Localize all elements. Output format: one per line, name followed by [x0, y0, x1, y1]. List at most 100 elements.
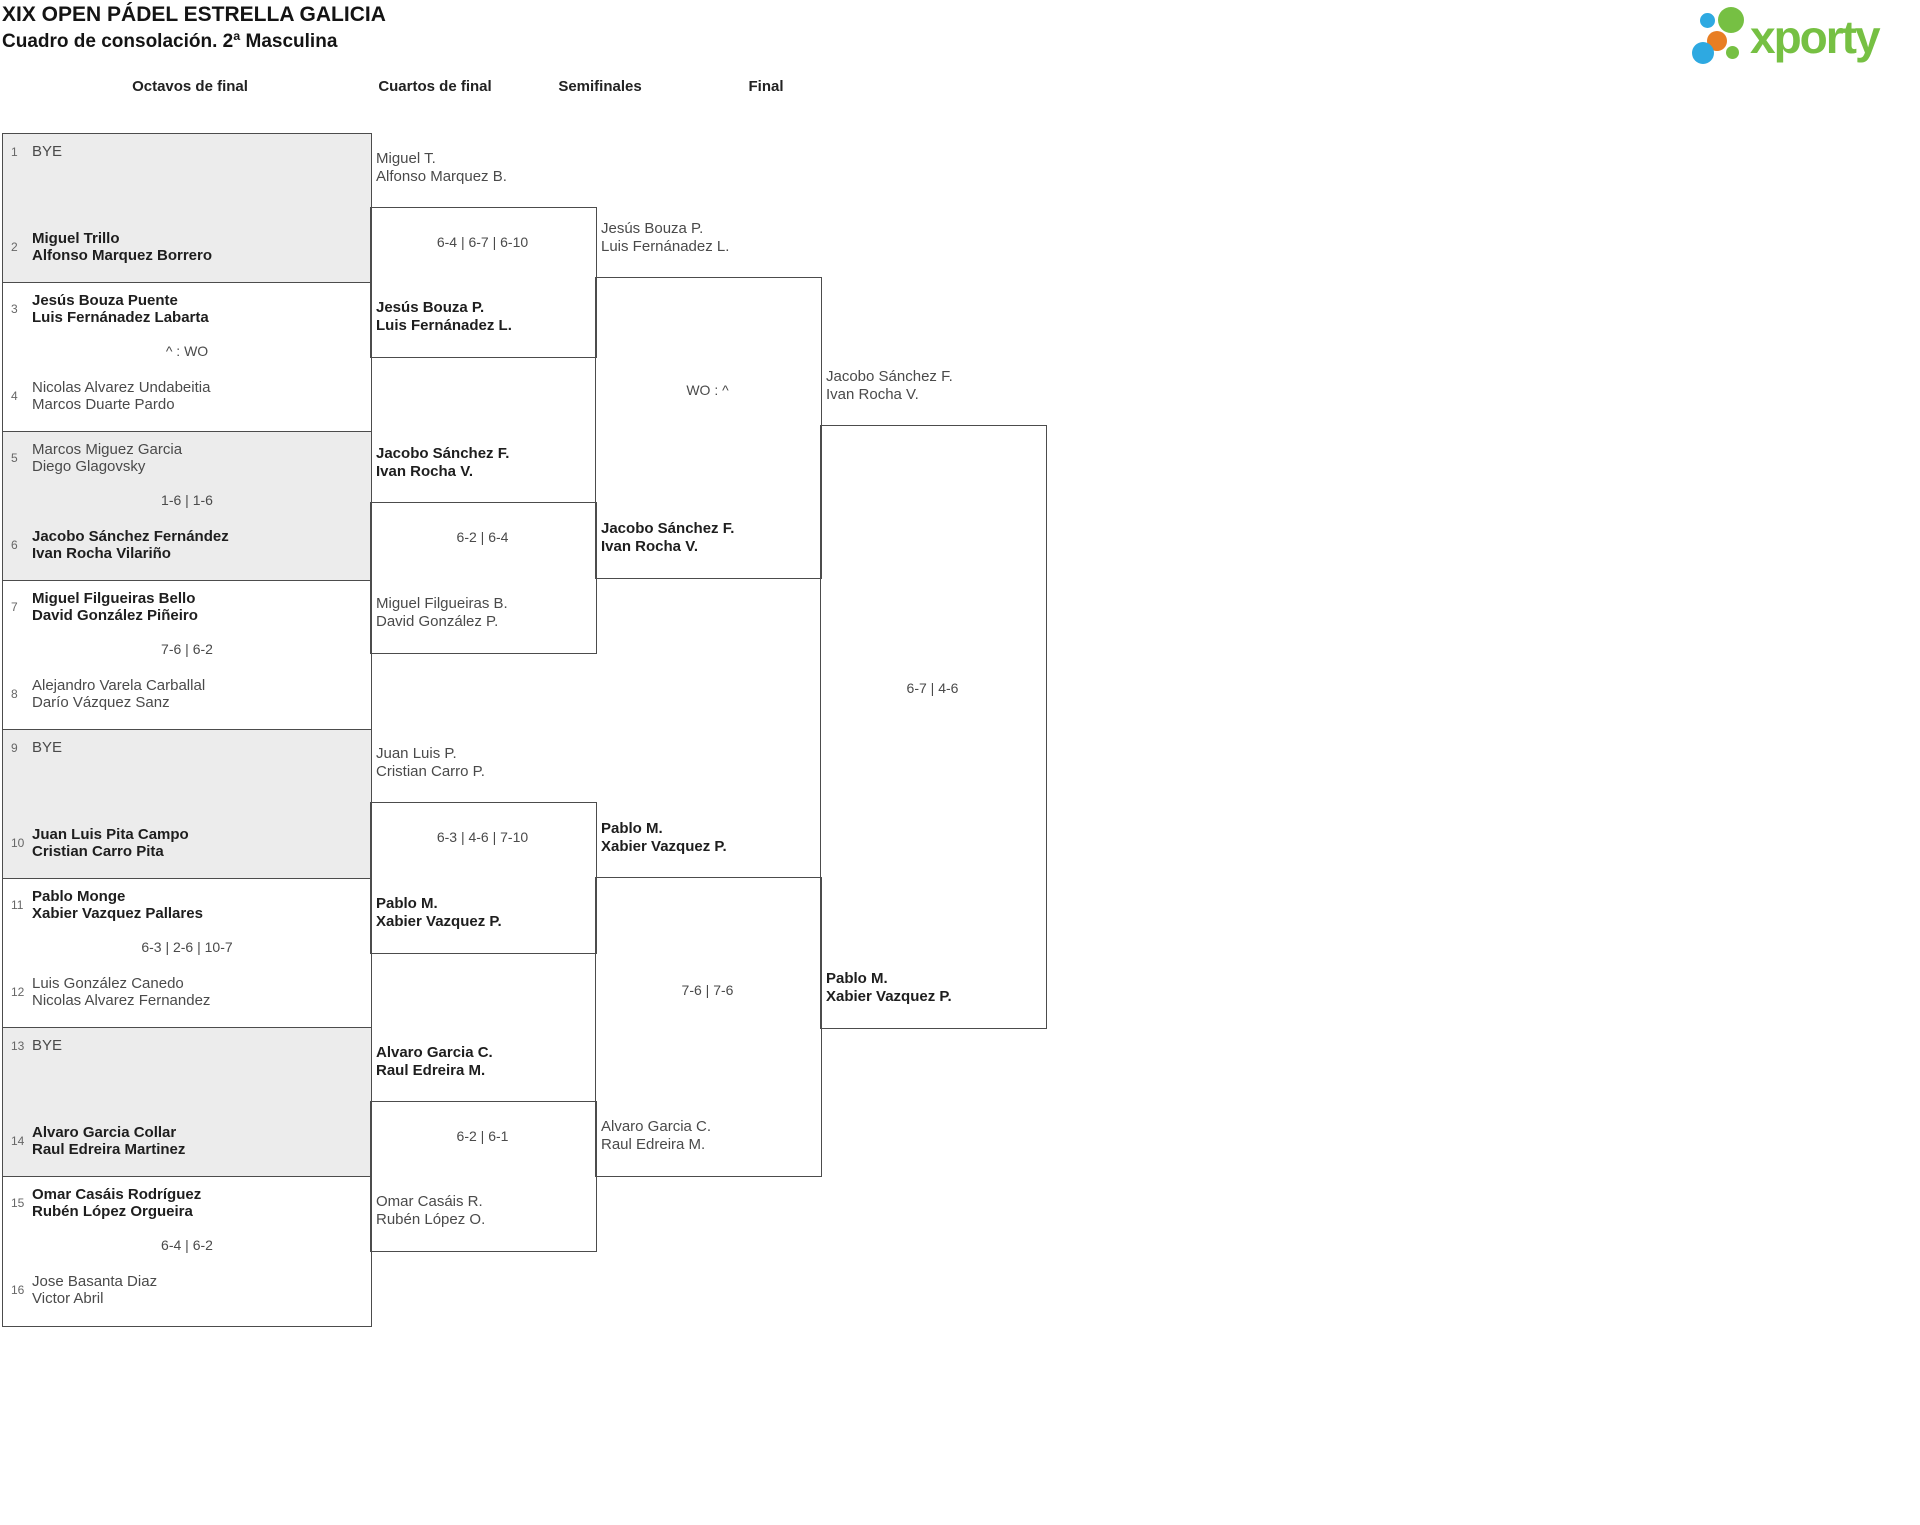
sf1-score: WO : ^ — [686, 382, 729, 398]
round-header-octavos: Octavos de final — [132, 78, 248, 95]
match-score: 6-3 | 2-6 | 10-7 — [141, 939, 233, 955]
player-name: Pablo M. — [376, 895, 438, 912]
qf3-bottom-team: Pablo M. Xabier Vazquez P. — [376, 895, 502, 931]
player-name: Jesús Bouza Puente — [32, 292, 178, 309]
final-box — [820, 425, 1047, 1029]
seed-number: 11 — [11, 898, 24, 912]
logo-dot-blue-large-icon — [1692, 42, 1714, 64]
player-name: Juan Luis Pita Campo — [32, 826, 189, 843]
seed-number: 7 — [11, 600, 18, 614]
player-name: Luis Fernánadez L. — [376, 317, 512, 334]
r16-m8-top-team: 15 Omar Casáis Rodríguez Rubén López Org… — [11, 1186, 363, 1220]
player-name: Raul Edreira M. — [376, 1062, 486, 1079]
seed-number: 15 — [11, 1196, 25, 1210]
match-score: ^ : WO — [165, 343, 209, 359]
r16-match-7: 13 BYE 14 Alvaro Garcia Collar Raul Edre… — [3, 1028, 371, 1177]
player-name: Ivan Rocha Vilariño — [32, 545, 171, 562]
r16-m2-top-team: 3 Jesús Bouza Puente Luis Fernánadez Lab… — [11, 292, 363, 326]
seed-number: 1 — [11, 144, 18, 159]
player-name: Jacobo Sánchez F. — [376, 445, 510, 462]
player-name: Pablo Monge — [32, 888, 126, 905]
final-top-team: Jacobo Sánchez F. Ivan Rocha V. — [826, 368, 953, 404]
qf1-score: 6-4 | 6-7 | 6-10 — [436, 234, 529, 250]
sf1-top-team: Jesús Bouza P. Luis Fernánadez L. — [601, 220, 729, 256]
player-name: Xabier Vazquez P. — [826, 988, 952, 1005]
player-name: Rubén López Orgueira — [32, 1203, 193, 1220]
player-name: BYE — [32, 739, 63, 756]
player-name: Xabier Vazquez Pallares — [32, 905, 203, 922]
logo-wordmark: xporty — [1750, 11, 1881, 63]
player-name: Alfonso Marquez B. — [376, 168, 507, 185]
player-name: Luis Fernánadez L. — [601, 238, 730, 255]
qf3-top-team: Juan Luis P. Cristian Carro P. — [376, 745, 485, 781]
player-name: Ivan Rocha V. — [601, 538, 698, 555]
player-name: Jesús Bouza P. — [376, 299, 485, 316]
sf2-score: 7-6 | 7-6 — [681, 982, 734, 998]
player-name: Jose Basanta Diaz — [32, 1273, 158, 1290]
round-header-cuartos: Cuartos de final — [378, 78, 492, 95]
player-name: Marcos Miguez Garcia — [32, 441, 183, 458]
r16-m6-bottom-team: 12 Luis González Canedo Nicolas Alvarez … — [11, 975, 363, 1009]
qf1-bottom-team: Jesús Bouza P. Luis Fernánadez L. — [376, 299, 512, 335]
r16-m7-top-team: 13 BYE — [11, 1037, 363, 1054]
player-name: Alvaro Garcia Collar — [32, 1124, 177, 1141]
seed-number: 14 — [11, 1134, 25, 1148]
r16-match-1: 1 BYE 2 Miguel Trillo Alfonso Marquez Bo… — [3, 134, 371, 283]
player-name: Miguel Filgueiras B. — [376, 595, 508, 612]
seed-number: 9 — [11, 740, 18, 755]
qf3-box — [370, 802, 597, 954]
seed-number: 6 — [11, 538, 18, 552]
player-name: Luis Fernánadez Labarta — [32, 309, 209, 326]
player-name: Jacobo Sánchez F. — [601, 520, 735, 537]
round-header-final: Final — [748, 78, 784, 95]
player-name: Cristian Carro Pita — [32, 843, 164, 860]
player-name: Nicolas Alvarez Fernandez — [32, 992, 211, 1009]
player-name: Alejandro Varela Carballal — [32, 677, 206, 694]
r16-m7-bottom-team: 14 Alvaro Garcia Collar Raul Edreira Mar… — [11, 1124, 363, 1158]
player-name: Jacobo Sánchez Fernández — [32, 528, 229, 545]
r16-m4-bottom-team: 8 Alejandro Varela Carballal Darío Vázqu… — [11, 677, 363, 711]
player-name: Pablo M. — [826, 970, 888, 987]
player-name: Nicolas Alvarez Undabeitia — [32, 379, 211, 396]
player-name: Jacobo Sánchez F. — [826, 368, 953, 385]
qf4-bottom-team: Omar Casáis R. Rubén López O. — [376, 1193, 485, 1229]
qf4-top-team: Alvaro Garcia C. Raul Edreira M. — [376, 1044, 493, 1080]
r16-match-3: 5 Marcos Miguez Garcia Diego Glagovsky 1… — [3, 432, 371, 581]
player-name: Cristian Carro P. — [376, 763, 485, 780]
final-bottom-team: Pablo M. Xabier Vazquez P. — [826, 970, 952, 1006]
r16-match-8: 15 Omar Casáis Rodríguez Rubén López Org… — [3, 1177, 371, 1326]
qf2-box — [370, 502, 597, 654]
player-name: Diego Glagovsky — [32, 458, 146, 475]
page-subtitle: Cuadro de consolación. 2ª Masculina — [2, 31, 338, 52]
player-name: Marcos Duarte Pardo — [32, 396, 175, 413]
seed-number: 4 — [11, 389, 18, 403]
player-name: Pablo M. — [601, 820, 663, 837]
player-name: Victor Abril — [32, 1290, 104, 1307]
r16-m5-top-team: 9 BYE — [11, 739, 363, 756]
logo-dot-green-small-icon — [1726, 46, 1739, 59]
r16-m1-bottom-team: 2 Miguel Trillo Alfonso Marquez Borrero — [11, 230, 363, 264]
sf2-box — [595, 877, 822, 1177]
qf2-score: 6-2 | 6-4 — [456, 529, 509, 545]
page-title: XIX OPEN PÁDEL ESTRELLA GALICIA — [2, 3, 386, 26]
match-score: 1-6 | 1-6 — [161, 492, 213, 508]
qf3-score: 6-3 | 4-6 | 7-10 — [436, 829, 529, 845]
r16-match-4: 7 Miguel Filgueiras Bello David González… — [3, 581, 371, 730]
r16-m1-top-team: 1 BYE — [11, 143, 363, 160]
qf2-bottom-team: Miguel Filgueiras B. David González P. — [376, 595, 508, 631]
qf4-score: 6-2 | 6-1 — [456, 1128, 509, 1144]
sf1-bottom-team: Jacobo Sánchez F. Ivan Rocha V. — [601, 520, 734, 556]
player-name: Rubén López O. — [376, 1211, 486, 1228]
r16-m3-bottom-team: 6 Jacobo Sánchez Fernández Ivan Rocha Vi… — [11, 528, 363, 562]
match-score: 7-6 | 6-2 — [161, 641, 213, 657]
r16-m3-top-team: 5 Marcos Miguez Garcia Diego Glagovsky — [11, 441, 363, 475]
player-name: BYE — [32, 143, 63, 160]
sf1-box — [595, 277, 822, 579]
player-name: Luis González Canedo — [32, 975, 184, 992]
r16-match-6: 11 Pablo Monge Xabier Vazquez Pallares 6… — [3, 879, 371, 1028]
r16-m6-top-team: 11 Pablo Monge Xabier Vazquez Pallares — [11, 888, 363, 922]
player-name: Alfonso Marquez Borrero — [32, 247, 213, 264]
seed-number: 12 — [11, 985, 25, 999]
qf4-box — [370, 1101, 597, 1252]
player-name: Xabier Vazquez P. — [376, 913, 502, 930]
